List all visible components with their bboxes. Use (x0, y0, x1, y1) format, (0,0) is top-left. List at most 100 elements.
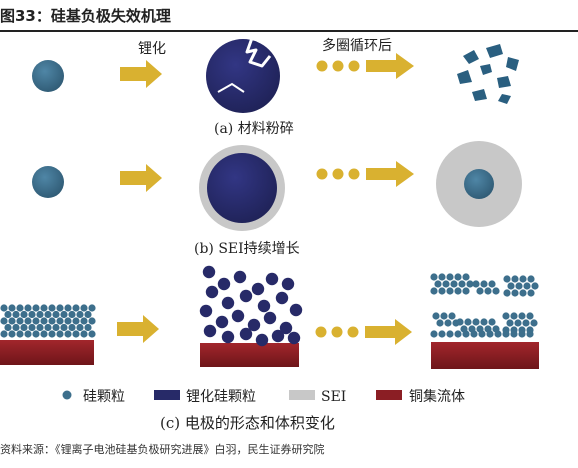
panel-a: 锂化 多圈循环后 (a) 材料粉碎 (32, 37, 519, 137)
particle-dot (72, 317, 80, 325)
particle-dot (36, 323, 44, 332)
particle-dot (480, 280, 488, 288)
particle-dot (239, 289, 253, 303)
particle-dot (48, 317, 56, 325)
particle-dot (438, 287, 446, 295)
particle-dot (530, 319, 538, 327)
particle-dot (221, 296, 235, 310)
particle-dot (454, 287, 462, 295)
particle-dot (484, 287, 492, 295)
legend-label-silicon: 硅颗粒 (83, 389, 125, 405)
silicon-particles-layer (0, 304, 96, 338)
particle-dot (492, 287, 500, 295)
figure-title: 图33：硅基负极失效机理 (0, 7, 171, 25)
particle-dot (80, 330, 88, 338)
panel-c-caption: (c) 电极的形态和体积变化 (160, 414, 335, 432)
particle-dot (48, 304, 56, 312)
particle-dot (515, 282, 523, 290)
particle-dot (476, 287, 484, 295)
particle-dot (0, 330, 8, 338)
dots-icon (315, 326, 359, 338)
arrow-right-icon (117, 315, 159, 343)
particle-dot (510, 330, 518, 338)
particle-dot (462, 273, 470, 281)
particle-dot (522, 319, 530, 327)
legend-square-icon (154, 390, 180, 400)
legend-label-copper: 铜集流体 (409, 388, 465, 405)
particle-dot (16, 317, 24, 325)
particle-dot (80, 317, 88, 325)
panel-a-caption: (a) 材料粉碎 (214, 121, 294, 137)
lithiation-label: 锂化 (138, 41, 166, 57)
particle-dot (8, 317, 16, 325)
panel-b: (b) SEI持续增长 (32, 141, 522, 257)
particle-dot (251, 282, 265, 296)
particle-dot (36, 310, 44, 319)
particle-dot (32, 304, 40, 312)
cycled-electrode (430, 273, 539, 369)
particle-dot (507, 282, 515, 290)
initial-electrode (0, 304, 96, 365)
particle-dot (28, 310, 36, 319)
particle-dot (440, 312, 448, 320)
particle-dot (84, 323, 92, 332)
particle-dot (24, 304, 32, 312)
arrow-right-icon (120, 60, 162, 88)
particle-dot (48, 330, 56, 338)
particle-dot (502, 312, 510, 320)
particle-dot (8, 304, 16, 312)
particle-dot (519, 275, 527, 283)
particle-dot (526, 330, 534, 338)
copper-collector (200, 343, 299, 367)
particle-dot (16, 330, 24, 338)
particle-dot (488, 318, 496, 326)
particle-dot (68, 323, 76, 332)
particle-dot (56, 317, 64, 325)
particle-dot (442, 280, 450, 288)
particle-dot (470, 330, 478, 338)
legend-label-lithiated: 锂化硅颗粒 (186, 389, 256, 405)
particle-dot (265, 272, 279, 286)
silicon-particle-icon (32, 166, 64, 198)
arrow-right-icon (366, 53, 414, 79)
particle-dot (202, 265, 216, 279)
particle-dot (221, 330, 235, 344)
particle-dot (523, 282, 531, 290)
particle-dot (72, 330, 80, 338)
particle-dot (289, 303, 303, 317)
particle-dot (518, 330, 526, 338)
particle-dot (430, 330, 438, 338)
particle-dot (12, 323, 20, 332)
particle-dot (531, 282, 539, 290)
particle-dot (60, 310, 68, 319)
particle-dot (527, 289, 535, 297)
particle-dot (510, 312, 518, 320)
particle-dot (446, 273, 454, 281)
particle-dot (271, 329, 285, 343)
arrow-right-icon (366, 161, 414, 187)
particle-dot (88, 317, 96, 325)
particle-dot (247, 318, 261, 332)
particle-dot (16, 304, 24, 312)
particle-dot (281, 277, 295, 291)
particle-dot (60, 323, 68, 332)
panel-c (0, 265, 539, 369)
legend-dot-icon (62, 390, 72, 400)
particle-dot (448, 312, 456, 320)
particle-dot (503, 275, 511, 283)
particle-dot (257, 299, 271, 313)
particle-dot (454, 273, 462, 281)
particle-dot (511, 289, 519, 297)
particle-dot (263, 311, 277, 325)
particle-dot (88, 330, 96, 338)
particle-dot (287, 331, 301, 345)
particle-dot (40, 330, 48, 338)
lithiated-particles-layer (199, 265, 303, 347)
particle-dot (40, 317, 48, 325)
particle-dot (12, 310, 20, 319)
failure-mechanism-diagram: 锂化 多圈循环后 (a) 材料粉碎 (0, 37, 539, 432)
particle-dot (446, 287, 454, 295)
particle-dot (456, 318, 464, 326)
particle-dot (24, 317, 32, 325)
particle-dot (72, 304, 80, 312)
